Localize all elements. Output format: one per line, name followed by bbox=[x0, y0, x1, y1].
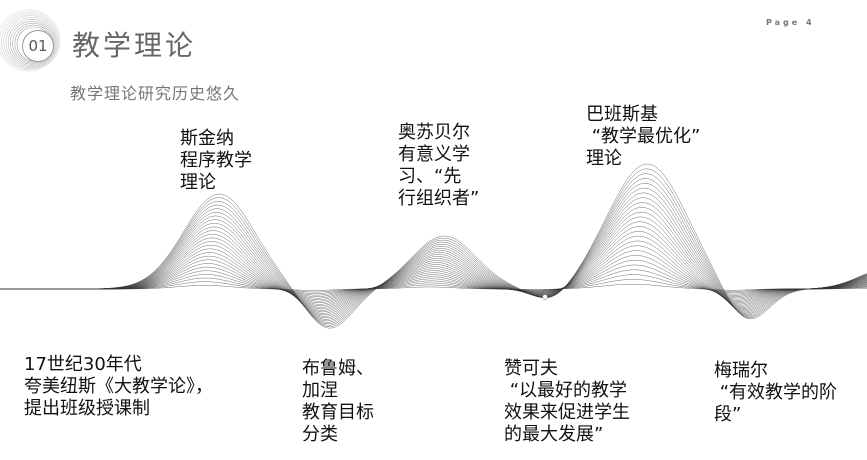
wave-line bbox=[0, 187, 867, 322]
wave-line bbox=[0, 231, 867, 308]
wave-line bbox=[0, 168, 867, 327]
wave-line bbox=[0, 274, 867, 294]
wave-line bbox=[0, 182, 867, 323]
badge-rings-icon bbox=[0, 9, 61, 72]
label-babansky: 巴班斯基 “教学最优化” 理论 bbox=[586, 104, 701, 169]
badge-ring bbox=[1, 13, 59, 70]
wave-line bbox=[0, 163, 867, 329]
badge-ring bbox=[0, 9, 61, 72]
wave-dot bbox=[542, 294, 548, 300]
wave-line bbox=[0, 173, 867, 326]
wave-line bbox=[0, 202, 867, 317]
wave-line bbox=[0, 192, 867, 320]
badge-ring bbox=[10, 20, 55, 65]
label-meyer: 梅瑞尔 “有效教学的阶 段” bbox=[714, 360, 838, 425]
badge-ring bbox=[7, 19, 56, 66]
page-subtitle: 教学理论研究历史悠久 bbox=[70, 84, 241, 103]
wave-line bbox=[0, 250, 867, 302]
page-title: 教学理论 bbox=[72, 29, 197, 62]
section-badge: 01 bbox=[0, 0, 80, 80]
wave-line bbox=[0, 221, 867, 311]
wave-line bbox=[0, 255, 867, 301]
badge-ring bbox=[5, 17, 57, 67]
label-ausubel: 奥苏贝尔 有意义学 习、“先 行组织者” bbox=[398, 122, 480, 209]
badge-ring bbox=[0, 11, 60, 71]
wave-line bbox=[0, 207, 867, 316]
label-bloom: 布鲁姆、 加涅 教育目标 分类 bbox=[302, 358, 374, 445]
label-skinner: 斯金纳 程序教学 理论 bbox=[180, 128, 252, 193]
label-comenius: 17世纪30年代 夸美纽斯《大教学论》， 提出班级授课制 bbox=[24, 354, 213, 419]
wave-line bbox=[0, 178, 867, 325]
badge-ring bbox=[3, 15, 58, 68]
section-number: 01 bbox=[22, 30, 54, 62]
label-zankov: 赞可夫 “以最好的教学 效果来促进学生 的最大发展” bbox=[504, 358, 630, 445]
page-number: Page 4 bbox=[766, 18, 815, 27]
wave-line bbox=[0, 197, 867, 319]
wave-line bbox=[0, 259, 867, 299]
